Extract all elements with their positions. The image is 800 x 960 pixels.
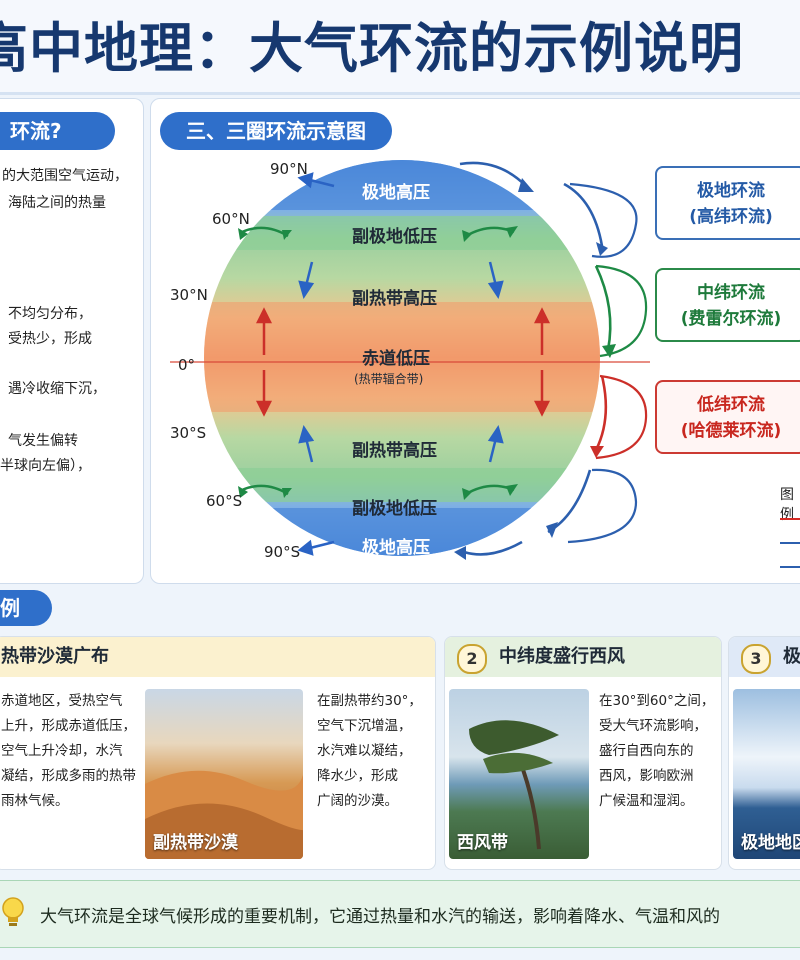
case-text-line: 雨林气候。 [1, 793, 69, 809]
latitude-label: 0° [178, 356, 196, 374]
band-label-subpolar-low-south: 副极地低压 [352, 499, 437, 519]
intro-line: 气发生偏转 [8, 433, 78, 449]
hadley-cell-label: 低纬环流 [697, 395, 765, 415]
case-text-line: 降水少，形成 [317, 768, 398, 784]
photo-caption: 西风带 [457, 833, 508, 853]
polar-cell-box: 极地环流 (高纬环流) [655, 166, 800, 240]
cases-heading: 例 [0, 590, 52, 626]
hadley-cell-sublabel: (哈德莱环流) [680, 421, 782, 441]
case-number: 2 [457, 644, 487, 674]
intro-line: 受热少，形成 [8, 331, 92, 347]
case-text-line: 广候温和湿润。 [599, 793, 694, 809]
tree-shape [469, 720, 559, 850]
case-header: 2 中纬度盛行西风 [445, 637, 721, 677]
case-header: 3 极 [729, 637, 800, 677]
intro-line: 不均匀分布， [8, 306, 92, 322]
band-label-itcz: (热带辐合带) [354, 372, 424, 386]
case-text-line: 在副热带约30°， [317, 693, 422, 709]
case-text-line: 广阔的沙漠。 [317, 793, 398, 809]
band-label-equatorial-low: 赤道低压 [362, 349, 430, 369]
desert-photo: 副热带沙漠 [145, 689, 303, 859]
ferrel-cell-label: 中纬环流 [697, 283, 765, 303]
polar-cell-label: 极地环流 [697, 181, 765, 201]
intro-panel [0, 98, 144, 584]
intro-heading: 环流? [0, 112, 115, 150]
latitude-label: 60°S [206, 492, 243, 510]
case-text-line: 凝结，形成多雨的热带 [1, 768, 136, 784]
polar-photo: 极地地区 [733, 689, 800, 859]
case-text-line: 在30°到60°之间， [599, 693, 715, 709]
intro-line: 的大范围空气运动， [2, 168, 128, 184]
intro-line: 海陆之间的热量 [8, 195, 106, 211]
band-label-polar-high-north: 极地高压 [362, 183, 430, 203]
case-text-line: 空气上升冷却，水汽 [1, 743, 123, 759]
case-card-westerlies: 2 中纬度盛行西风 西风带 在30°到60°之间， 受大气环流影响， 盛行自西向… [444, 636, 722, 870]
legend-swatch-hadley [780, 518, 800, 520]
legend-swatch-ferrel [780, 542, 800, 544]
case-number: 3 [741, 644, 771, 674]
case-card-desert: 热带沙漠广布 赤道地区，受热空气 上升，形成赤道低压， 空气上升冷却，水汽 凝结… [0, 636, 436, 870]
photo-caption: 副热带沙漠 [153, 833, 238, 853]
case-title: 极 [783, 646, 800, 667]
latitude-label: 90°N [270, 160, 308, 178]
case-text-line: 西风，影响欧洲 [599, 768, 694, 784]
dune-shapes [145, 770, 303, 859]
polar-cell-sublabel: (高纬环流) [689, 207, 773, 227]
hadley-cell-box: 低纬环流 (哈德莱环流) [655, 380, 800, 454]
diagram-heading: 三、三圈环流示意图 [160, 112, 392, 150]
ferrel-cell-box: 中纬环流 (费雷尔环流) [655, 268, 800, 342]
title-band [0, 0, 800, 92]
case-title: 中纬度盛行西风 [499, 646, 625, 667]
band-label-subtropical-high-north: 副热带高压 [352, 289, 437, 309]
ferrel-cell-sublabel: (费雷尔环流) [680, 309, 782, 329]
title-divider [0, 92, 800, 95]
case-text-line: 受大气环流影响， [599, 718, 707, 734]
case-text-line: 上升，形成赤道低压， [1, 718, 136, 734]
windswept-tree-photo: 西风带 [449, 689, 589, 859]
case-text-line: 赤道地区，受热空气 [1, 693, 123, 709]
case-text-line: 盛行自西向东的 [599, 743, 694, 759]
band-label-polar-high-south: 极地高压 [362, 538, 430, 558]
latitude-label: 90°S [264, 543, 301, 561]
summary-text: 大气环流是全球气候形成的重要机制，它通过热量和水汽的输送，影响着降水、气温和风的 [40, 907, 720, 927]
latitude-label: 60°N [212, 210, 250, 228]
latitude-label: 30°S [170, 424, 207, 442]
legend-swatch-polar [780, 566, 800, 568]
summary-bar [0, 880, 800, 948]
lightbulb-icon [2, 897, 24, 926]
case-title: 热带沙漠广布 [0, 637, 435, 677]
case-card-polar: 3 极 极地地区 [728, 636, 800, 870]
band-label-subtropical-high-south: 副热带高压 [352, 441, 437, 461]
band-label-subpolar-low-north: 副极地低压 [352, 227, 437, 247]
page-title: 高中地理：大气环流的示例说明 [0, 17, 744, 80]
three-cell-globe-diagram [170, 160, 650, 560]
latitude-label: 30°N [170, 286, 208, 304]
intro-line: 遇冷收缩下沉， [8, 381, 106, 397]
intro-line: 半球向左偏）， [0, 458, 91, 474]
photo-caption: 极地地区 [741, 833, 800, 853]
case-text-line: 水汽难以凝结， [317, 743, 412, 759]
case-text-line: 空气下沉增温， [317, 718, 412, 734]
